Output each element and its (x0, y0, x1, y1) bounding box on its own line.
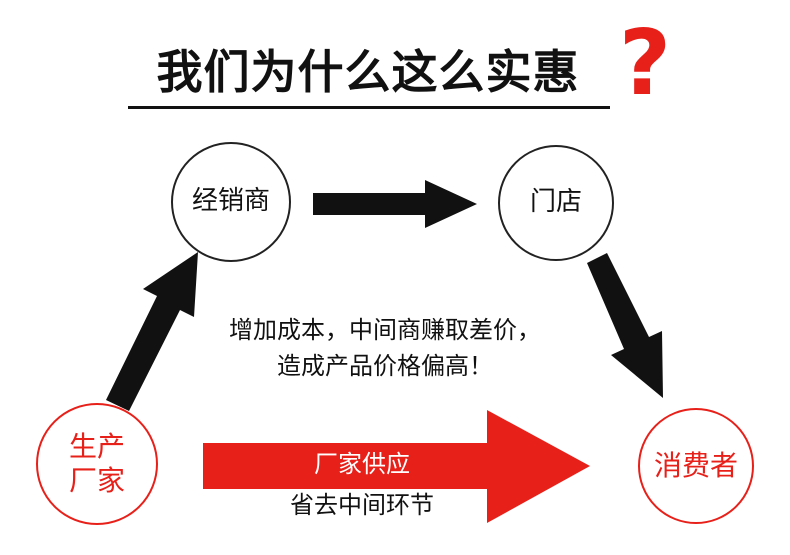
node-distributor[interactable]: 经销商 (171, 142, 291, 262)
node-consumer-label: 消费者 (653, 449, 738, 483)
arrow-distributor-to-store (313, 180, 477, 228)
middleman-description-line-1: 增加成本，中间商赚取差价， (229, 316, 541, 344)
node-producer[interactable]: 生产 厂家 (36, 403, 158, 525)
arrow-producer-to-distributor (106, 252, 198, 411)
middleman-description-line-2: 造成产品价格偏高！ (277, 352, 493, 380)
page-title: 我们为什么这么实惠 (156, 45, 580, 99)
node-store[interactable]: 门店 (498, 145, 614, 261)
direct-supply-sublabel: 省去中间环节 (290, 491, 434, 519)
node-distributor-label: 经销商 (191, 186, 270, 217)
node-store-label: 门店 (529, 187, 582, 218)
node-producer-label: 生产 厂家 (69, 430, 125, 497)
middleman-description: 增加成本，中间商赚取差价， 造成产品价格偏高！ (200, 312, 570, 384)
arrow-producer-to-consumer[interactable] (203, 410, 590, 523)
node-consumer[interactable]: 消费者 (638, 408, 754, 524)
node-producer-line-2: 厂家 (68, 464, 125, 497)
arrow-store-to-consumer (587, 253, 663, 398)
node-producer-line-1: 生产 (68, 430, 125, 464)
question-mark-icon: ? (618, 11, 672, 116)
title-underline (128, 106, 610, 109)
direct-supply-label: 厂家供应 (314, 450, 410, 478)
